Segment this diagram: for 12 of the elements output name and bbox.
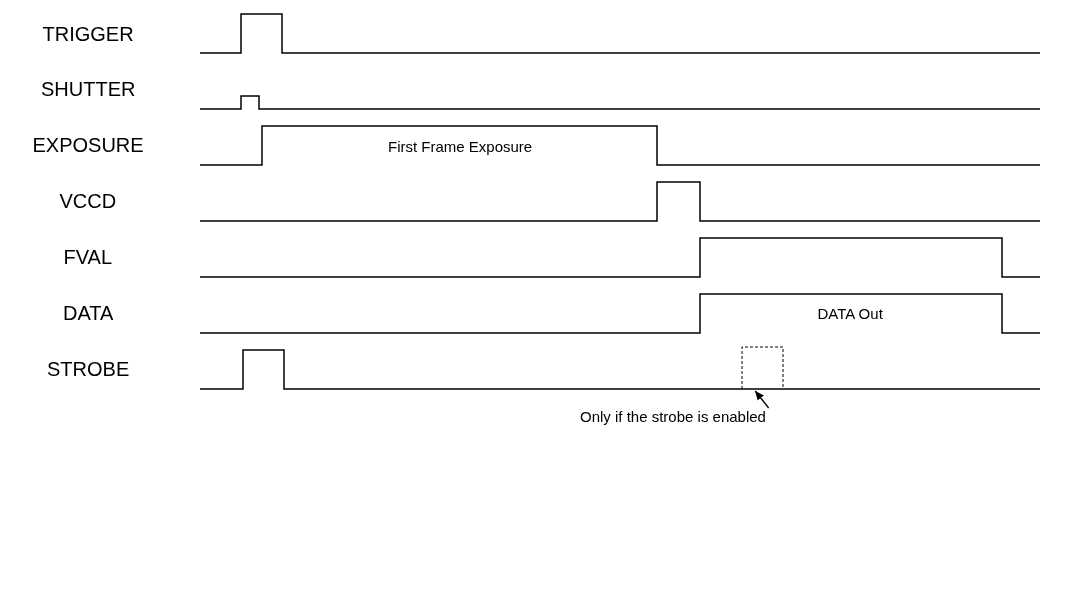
signal-name: TRIGGER bbox=[42, 23, 134, 45]
signal-name: EXPOSURE bbox=[32, 134, 144, 156]
signal-name: STROBE bbox=[47, 358, 130, 380]
optional-strobe-pulse bbox=[741, 346, 784, 389]
waveform-annotation: First Frame Exposure bbox=[388, 138, 533, 156]
signal-name: DATA bbox=[63, 302, 114, 324]
signal-name: VCCD bbox=[59, 190, 117, 212]
note-text: Only if the strobe is enabled bbox=[580, 408, 766, 426]
signal-name: SHUTTER bbox=[41, 78, 136, 100]
leader-line bbox=[754, 390, 770, 409]
waveform-annotation: DATA Out bbox=[817, 305, 883, 323]
signal-name: FVAL bbox=[63, 246, 113, 268]
